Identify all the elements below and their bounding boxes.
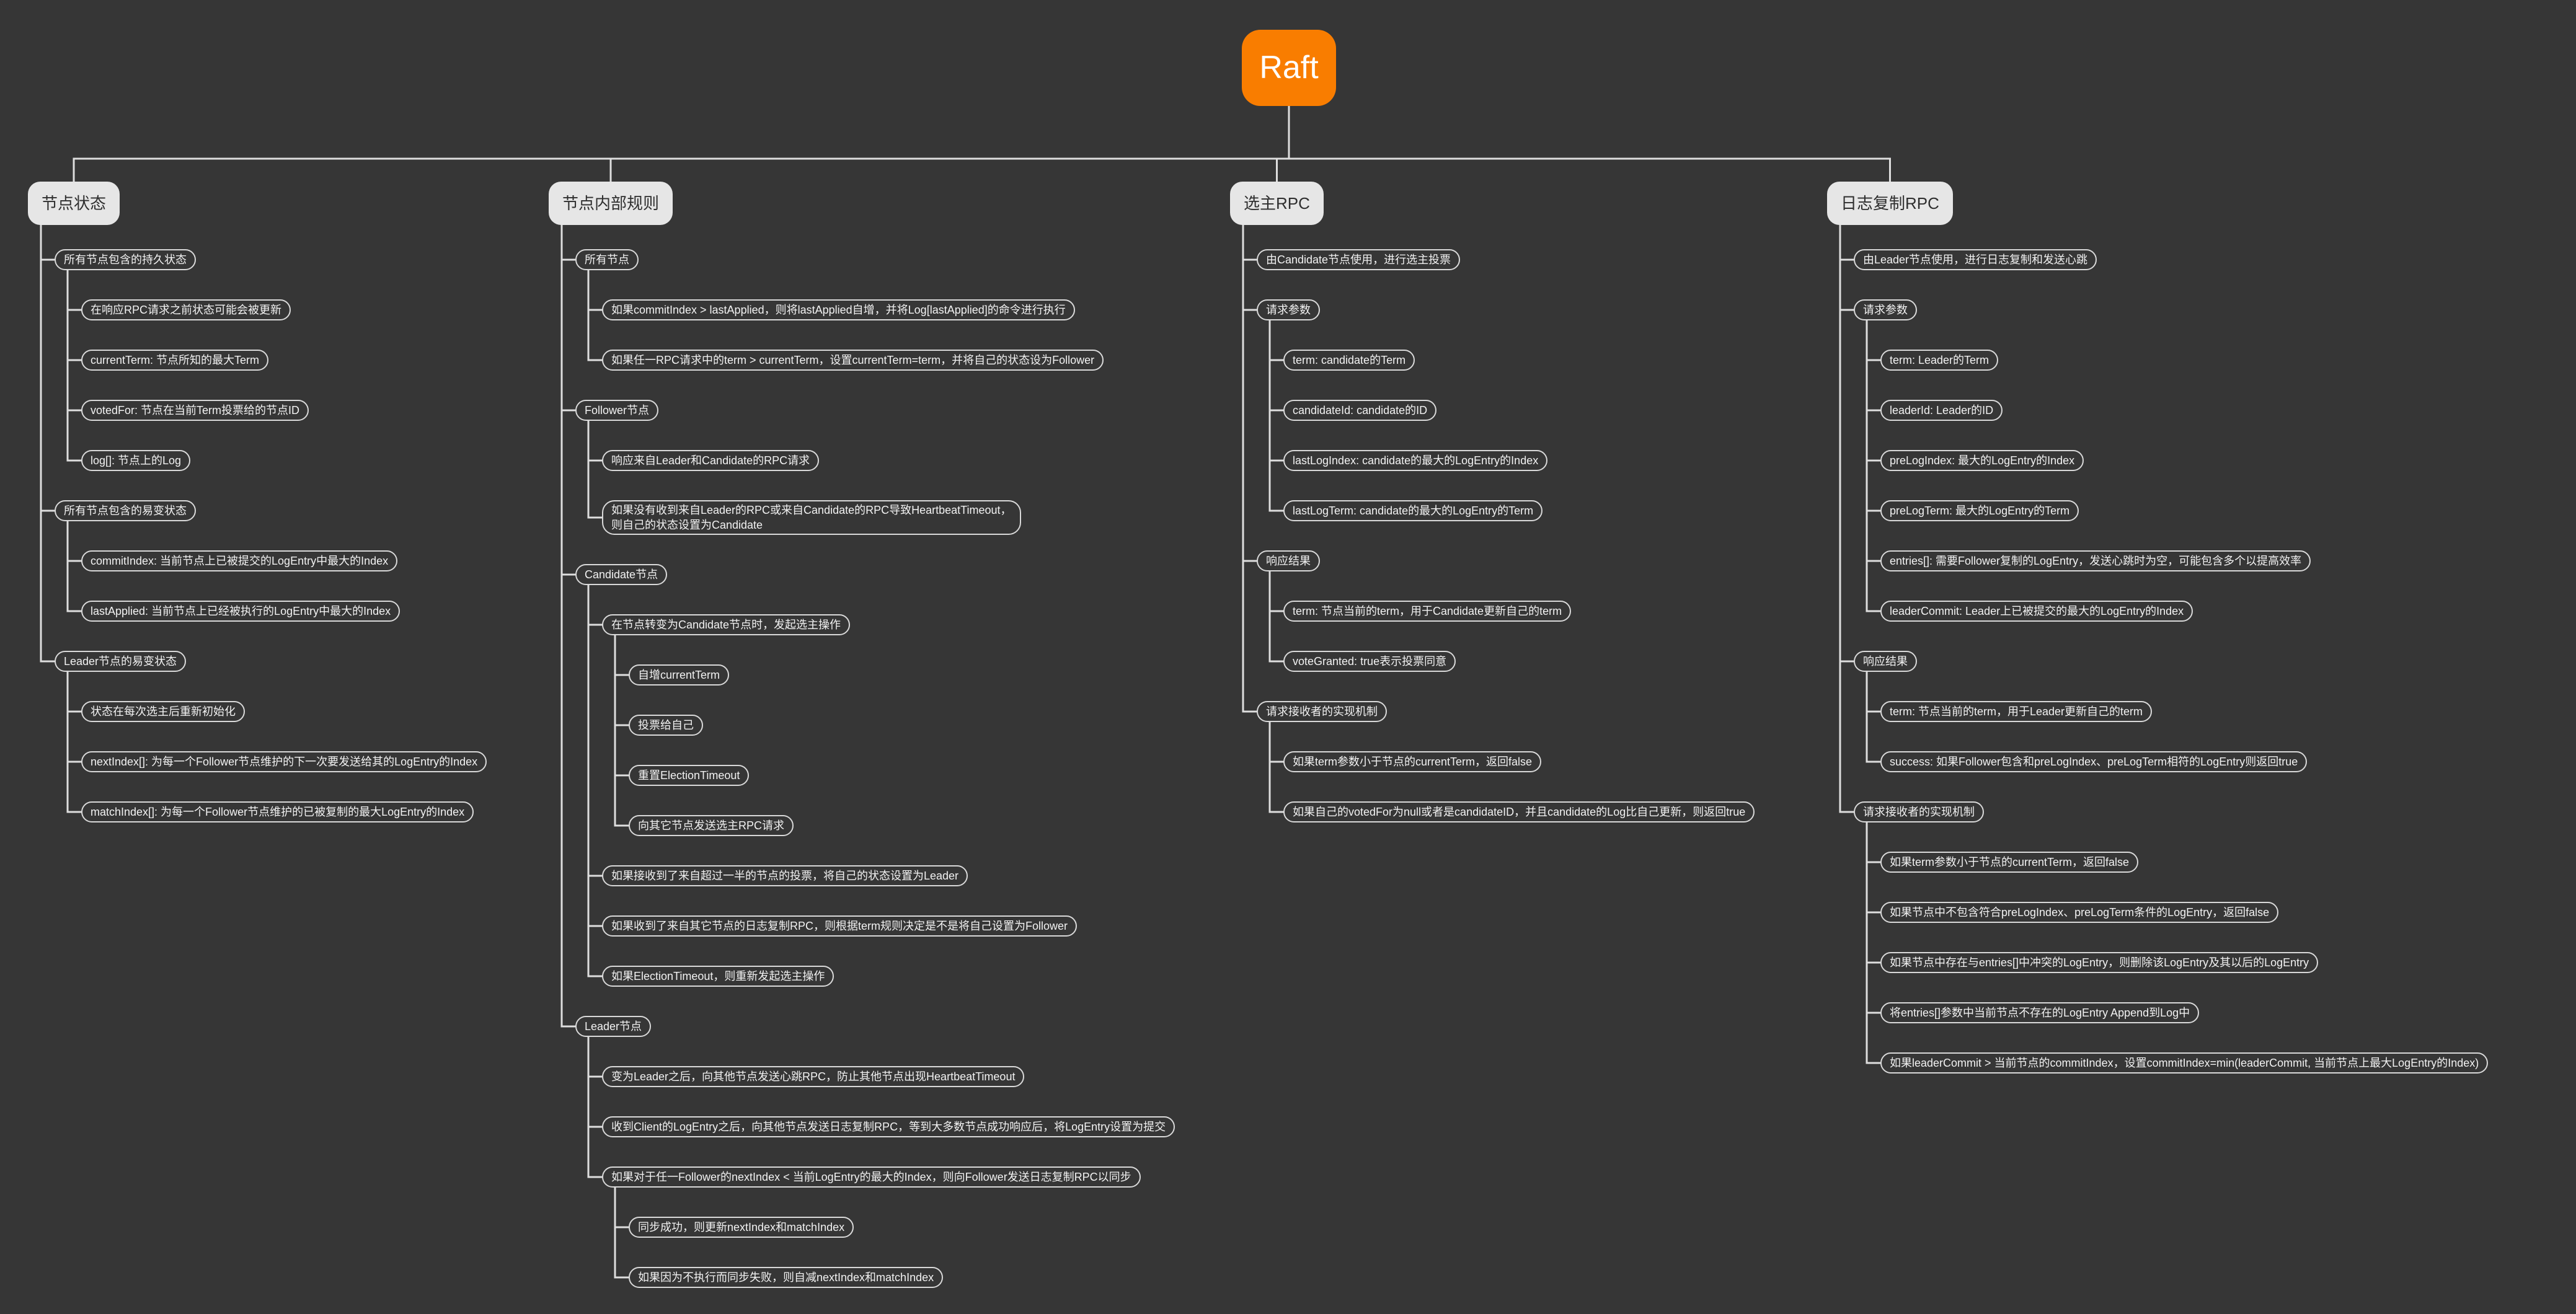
subtopic-level-3: 如果leaderCommit > 当前节点的commitIndex，设置comm… (1880, 1052, 2489, 1074)
subtopic-level-3: 如果ElectionTimeout，则重新发起选主操作 (602, 966, 834, 987)
subtopic-level-3: preLogIndex: 最大的LogEntry的Index (1880, 450, 2084, 471)
subtopic-level-3: 变为Leader之后，向其他节点发送心跳RPC，防止其他节点出现Heartbea… (602, 1066, 1025, 1087)
subtopic-level-2: Leader节点的易变状态 (55, 651, 187, 672)
subtopic-level-2: 请求参数 (1257, 299, 1320, 320)
subtopic-level-2: 所有节点包含的持久状态 (55, 249, 196, 270)
subtopic-level-2: 请求参数 (1854, 299, 1917, 320)
root-topic: Raft (1242, 30, 1336, 106)
subtopic-level-4: 同步成功，则更新nextIndex和matchIndex (629, 1217, 854, 1238)
subtopic-level-3: 状态在每次选主后重新初始化 (81, 701, 245, 722)
subtopic-level-2: 由Leader节点使用，进行日志复制和发送心跳 (1854, 249, 2097, 270)
subtopic-level-2: 所有节点 (575, 249, 639, 270)
subtopic-level-2: 由Candidate节点使用，进行选主投票 (1257, 249, 1461, 270)
subtopic-level-2: Leader节点 (575, 1016, 652, 1037)
subtopic-level-3: 如果接收到了来自超过一半的节点的投票，将自己的状态设置为Leader (602, 865, 968, 886)
subtopic-level-3: voteGranted: true表示投票同意 (1283, 651, 1456, 672)
subtopic-level-2: 响应结果 (1854, 651, 1917, 672)
subtopic-level-3: 如果term参数小于节点的currentTerm，返回false (1283, 751, 1542, 772)
subtopic-level-3: lastLogTerm: candidate的最大的LogEntry的Term (1283, 500, 1543, 521)
subtopic-level-2: 请求接收者的实现机制 (1257, 701, 1387, 722)
subtopic-level-3: 如果节点中存在与entries[]中冲突的LogEntry，则删除该LogEnt… (1880, 952, 2319, 973)
subtopic-level-3: 响应来自Leader和Candidate的RPC请求 (602, 450, 820, 471)
subtopic-level-3: 如果commitIndex > lastApplied，则将lastApplie… (602, 299, 1075, 320)
subtopic-level-3: nextIndex[]: 为每一个Follower节点维护的下一次要发送给其的L… (81, 751, 487, 772)
subtopic-level-3: success: 如果Follower包含和preLogIndex、preLog… (1880, 751, 2308, 772)
subtopic-level-3: 在响应RPC请求之前状态可能会被更新 (81, 299, 291, 320)
subtopic-level-3: term: candidate的Term (1283, 350, 1415, 371)
subtopic-level-3: 如果没有收到来自Leader的RPC或来自Candidate的RPC导致Hear… (602, 500, 1021, 535)
subtopic-level-3: entries[]: 需要Follower复制的LogEntry，发送心跳时为空… (1880, 550, 2311, 571)
main-topic: 日志复制RPC (1827, 182, 1953, 225)
subtopic-level-3: leaderId: Leader的ID (1880, 400, 2003, 421)
subtopic-level-3: log[]: 节点上的Log (81, 450, 191, 471)
subtopic-level-3: 将entries[]参数中当前节点不存在的LogEntry Append到Log… (1880, 1002, 2200, 1023)
subtopic-level-3: term: 节点当前的term，用于Leader更新自己的term (1880, 701, 2153, 722)
subtopic-level-2: 响应结果 (1257, 550, 1320, 571)
subtopic-level-3: 如果自己的votedFor为null或者是candidateID，并且candi… (1283, 801, 1755, 822)
subtopic-level-3: term: 节点当前的term，用于Candidate更新自己的term (1283, 601, 1572, 622)
subtopic-level-4: 如果因为不执行而同步失败，则自减nextIndex和matchIndex (629, 1267, 944, 1288)
subtopic-level-3: 如果收到了来自其它节点的日志复制RPC，则根据term规则决定是不是将自己设置为… (602, 915, 1078, 937)
subtopic-level-4: 重置ElectionTimeout (629, 765, 750, 786)
subtopic-level-3: matchIndex[]: 为每一个Follower节点维护的已被复制的最大Lo… (81, 801, 474, 822)
subtopic-level-3: preLogTerm: 最大的LogEntry的Term (1880, 500, 2079, 521)
subtopic-level-3: 如果节点中不包含符合preLogIndex、preLogTerm条件的LogEn… (1880, 902, 2279, 923)
subtopic-level-3: leaderCommit: Leader上已被提交的最大的LogEntry的In… (1880, 601, 2193, 622)
subtopic-level-2: 所有节点包含的易变状态 (55, 500, 196, 521)
subtopic-level-4: 投票给自己 (629, 715, 703, 736)
subtopic-level-3: term: Leader的Term (1880, 350, 1999, 371)
subtopic-level-3: lastLogIndex: candidate的最大的LogEntry的Inde… (1283, 450, 1548, 471)
subtopic-level-3: 如果任一RPC请求中的term > currentTerm，设置currentT… (602, 350, 1104, 371)
subtopic-level-3: currentTerm: 节点所知的最大Term (81, 350, 269, 371)
subtopic-level-4: 向其它节点发送选主RPC请求 (629, 815, 794, 836)
main-topic: 节点状态 (28, 182, 120, 225)
subtopic-level-3: 如果term参数小于节点的currentTerm，返回false (1880, 852, 2139, 873)
subtopic-level-3: candidateId: candidate的ID (1283, 400, 1437, 421)
subtopic-level-2: 请求接收者的实现机制 (1854, 801, 1984, 822)
subtopic-level-3: 在节点转变为Candidate节点时，发起选主操作 (602, 614, 851, 635)
subtopic-level-3: 收到Client的LogEntry之后，向其他节点发送日志复制RPC，等到大多数… (602, 1116, 1175, 1137)
subtopic-level-3: commitIndex: 当前节点上已被提交的LogEntry中最大的Index (81, 550, 398, 571)
subtopic-level-3: votedFor: 节点在当前Term投票给的节点ID (81, 400, 309, 421)
main-topic: 节点内部规则 (549, 182, 673, 225)
main-topic: 选主RPC (1230, 182, 1324, 225)
subtopic-level-2: Follower节点 (575, 400, 659, 421)
subtopic-level-4: 自增currentTerm (629, 664, 730, 686)
subtopic-level-3: 如果对于任一Follower的nextIndex < 当前LogEntry的最大… (602, 1166, 1141, 1188)
subtopic-level-3: lastApplied: 当前节点上已经被执行的LogEntry中最大的Inde… (81, 601, 401, 622)
subtopic-level-2: Candidate节点 (575, 564, 668, 585)
